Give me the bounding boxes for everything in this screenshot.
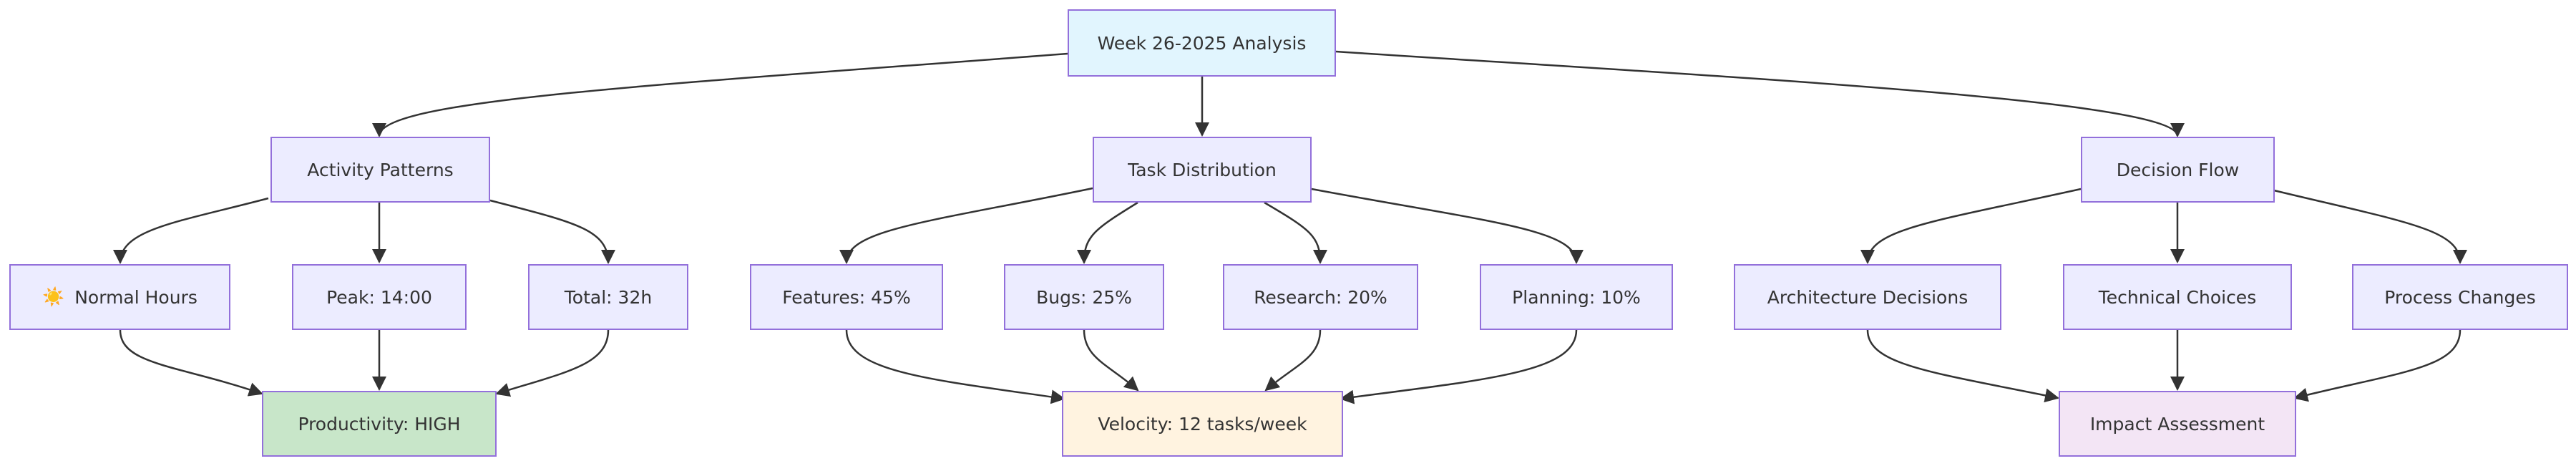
edge-decisions-process [2273,189,2467,264]
node-peak: Peak: 14:00 [292,264,467,330]
node-process-changes: Process Changes [2352,264,2568,330]
edge-tasks-planning [1311,188,1584,264]
node-root: Week 26-2025 Analysis [1068,9,1336,77]
edge-root-decisions [1335,50,2185,137]
node-activity-label: Activity Patterns [307,159,454,180]
node-features: Features: 45% [750,264,943,330]
node-architecture-label: Architecture Decisions [1767,286,1968,308]
edge-decisions-architecture [1860,188,2082,264]
node-velocity-label: Velocity: 12 tasks/week [1098,413,1307,435]
edge-root-activity [372,52,1068,137]
edge-total-productivity [495,329,610,397]
node-productivity-label: Productivity: HIGH [298,413,461,435]
edge-planning-velocity [1340,329,1578,404]
node-task-distribution: Task Distribution [1093,137,1312,203]
edge-process-impact [2293,329,2462,402]
node-bugs: Bugs: 25% [1004,264,1164,330]
node-technical-choices: Technical Choices [2063,264,2292,330]
node-research: Research: 20% [1223,264,1418,330]
node-activity-patterns: Activity Patterns [270,137,490,203]
node-normal-hours-label: Normal Hours [74,286,197,308]
node-productivity: Productivity: HIGH [262,391,497,457]
node-features-label: Features: 45% [782,286,911,308]
node-research-label: Research: 20% [1254,286,1387,308]
edge-activity-total [489,199,615,264]
node-planning-label: Planning: 10% [1512,286,1641,308]
edge-research-velocity [1264,329,1322,392]
node-architecture-decisions: Architecture Decisions [1734,264,2001,330]
edge-activity-normal-hours [113,197,269,264]
node-velocity: Velocity: 12 tasks/week [1062,391,1343,457]
node-decision-flow: Decision Flow [2081,137,2275,203]
node-planning: Planning: 10% [1480,264,1673,330]
node-normal-hours: ☀️ Normal Hours [9,264,230,330]
node-total-label: Total: 32h [564,286,653,308]
node-root-label: Week 26-2025 Analysis [1097,32,1307,54]
node-impact-label: Impact Assessment [2089,413,2265,435]
node-process-label: Process Changes [2384,286,2536,308]
node-technical-label: Technical Choices [2098,286,2257,308]
edge-bugs-velocity [1083,329,1139,392]
edge-tasks-features [839,187,1093,264]
edge-tasks-bugs [1077,201,1138,264]
node-peak-label: Peak: 14:00 [326,286,432,308]
node-total: Total: 32h [528,264,688,330]
edge-normal-hours-productivity [119,329,263,397]
edge-architecture-impact [1866,329,2059,403]
node-tasks-label: Task Distribution [1128,159,1277,180]
node-bugs-label: Bugs: 25% [1036,286,1132,308]
edge-features-velocity [845,329,1065,404]
edge-tasks-research [1264,201,1327,264]
node-decisions-label: Decision Flow [2116,159,2240,180]
node-impact-assessment: Impact Assessment [2059,391,2296,457]
sun-icon: ☀️ [42,286,65,307]
